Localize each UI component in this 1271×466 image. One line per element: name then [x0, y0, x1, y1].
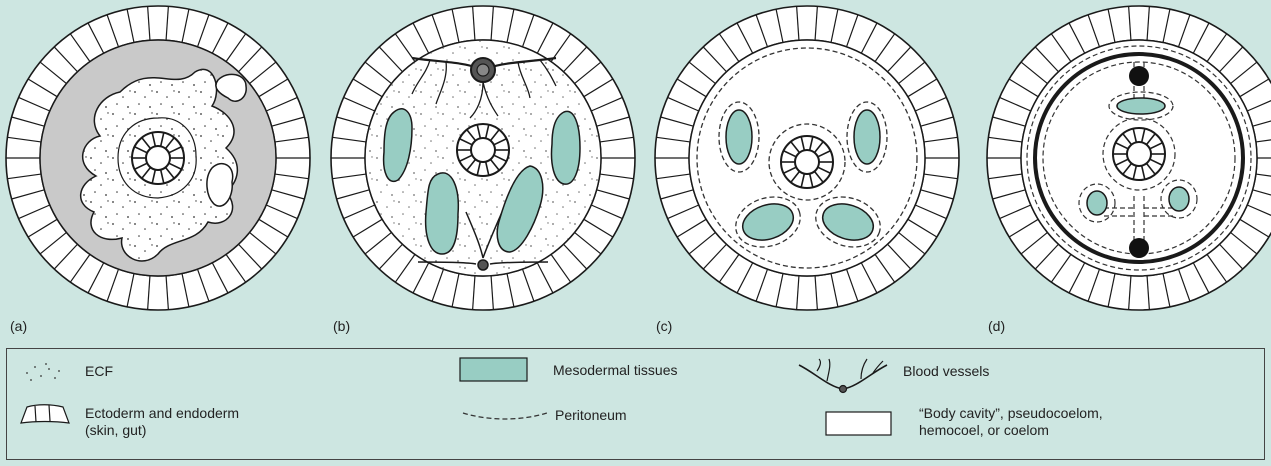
panel-label-b: (b): [333, 318, 350, 334]
legend-item-body-cavity: “Body cavity”, pseudocoelom, hemocoel, o…: [825, 405, 1103, 439]
panel-label-a: (a): [10, 318, 27, 334]
body-plan-diagram: [0, 0, 1271, 348]
panel-label-c: (c): [656, 318, 672, 334]
mesoderm-right-upper: [552, 111, 581, 184]
legend-label-body-cavity: “Body cavity”, pseudocoelom, hemocoel, o…: [919, 405, 1103, 439]
mesodermal-swatch: [459, 357, 529, 383]
blood-vessels-swatch: [795, 357, 891, 397]
mesoderm-left-d: [1087, 191, 1107, 215]
gut-b: [457, 124, 509, 176]
dorsal-vessel-d: [1129, 66, 1149, 86]
panel-b-diagram: [331, 6, 635, 310]
mesoderm-top-d: [1117, 98, 1165, 114]
mesoderm-left-lower: [426, 173, 459, 254]
gut-a: [132, 132, 184, 184]
ecf-swatch: [19, 361, 67, 383]
legend-label-mesodermal: Mesodermal tissues: [553, 362, 678, 379]
legend-item-ectoderm: Ectoderm and endoderm (skin, gut): [17, 403, 239, 439]
legend-label-ecf: ECF: [85, 363, 113, 380]
ectoderm-swatch: [17, 403, 71, 427]
legend-label-blood-vessels: Blood vessels: [903, 363, 989, 380]
legend-item-peritoneum: Peritoneum: [461, 409, 627, 424]
legend-item-ecf: ECF: [19, 361, 113, 383]
panel-a-diagram: [6, 6, 310, 310]
ventral-vessel-d: [1129, 238, 1149, 258]
body-cavity-swatch: [825, 411, 893, 437]
legend-label-peritoneum: Peritoneum: [555, 407, 627, 424]
gut-d: [1113, 128, 1165, 180]
panel-d-diagram: [987, 6, 1271, 310]
mesoderm-right-c: [854, 110, 880, 164]
legend: ECF Ectoderm and endoderm (skin, gut) Me…: [6, 348, 1265, 460]
legend-item-blood-vessels: Blood vessels: [795, 357, 989, 397]
panel-label-d: (d): [988, 318, 1005, 334]
legend-label-ectoderm: Ectoderm and endoderm (skin, gut): [85, 405, 239, 439]
ventral-vessel: [478, 260, 488, 270]
panel-c-diagram: [655, 6, 959, 310]
mesoderm-left-c: [726, 110, 752, 164]
peritoneum-swatch: [461, 409, 549, 423]
legend-item-mesodermal: Mesodermal tissues: [459, 357, 678, 383]
body-cavity-a-side: [207, 164, 233, 207]
mesoderm-right-d: [1169, 187, 1189, 211]
gut-c: [781, 136, 833, 188]
